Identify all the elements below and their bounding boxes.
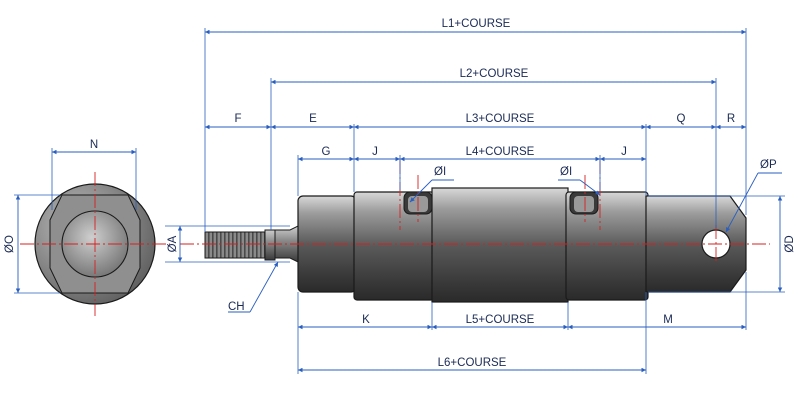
dim-a: ØA bbox=[167, 226, 183, 262]
label-p: ØP bbox=[760, 159, 777, 171]
end-view bbox=[20, 172, 170, 316]
label-d: ØD bbox=[784, 235, 796, 252]
label-r: R bbox=[727, 113, 735, 125]
label-l4: L4+COURSE bbox=[466, 146, 535, 158]
side-view bbox=[180, 160, 770, 303]
label-o: ØO bbox=[4, 235, 16, 253]
dim-row-5: K L5+COURSE M bbox=[298, 314, 746, 330]
dim-d: ØD bbox=[777, 196, 796, 292]
label-m: M bbox=[663, 314, 673, 326]
label-i1: ØI bbox=[434, 166, 446, 178]
dim-i: ØI ØI bbox=[409, 166, 601, 203]
label-j2: J bbox=[621, 146, 627, 158]
label-l5: L5+COURSE bbox=[466, 314, 535, 326]
dim-row-3: F E L3+COURSE Q R bbox=[205, 113, 746, 130]
dim-n: N bbox=[51, 139, 137, 210]
dim-p: ØP bbox=[725, 159, 782, 233]
label-q: Q bbox=[677, 113, 686, 125]
label-k: K bbox=[362, 314, 370, 326]
label-i2: ØI bbox=[560, 166, 572, 178]
label-l2: L2+COURSE bbox=[460, 68, 529, 80]
label-l1: L1+COURSE bbox=[442, 18, 511, 30]
label-ch: CH bbox=[228, 301, 245, 313]
label-j1: J bbox=[372, 146, 378, 158]
dim-o: ØO bbox=[4, 194, 60, 294]
dim-l1: L1+COURSE bbox=[205, 18, 746, 35]
label-l3: L3+COURSE bbox=[466, 113, 535, 125]
dim-l2: L2+COURSE bbox=[271, 68, 716, 85]
dim-l6: L6+COURSE bbox=[298, 357, 646, 373]
label-l6: L6+COURSE bbox=[438, 357, 507, 369]
label-a: ØA bbox=[167, 235, 179, 252]
label-f: F bbox=[234, 113, 241, 125]
dim-row-4: G J L4+COURSE J bbox=[298, 146, 646, 162]
label-e: E bbox=[309, 113, 317, 125]
label-g: G bbox=[322, 146, 331, 158]
dim-ch: CH bbox=[228, 261, 279, 313]
label-n: N bbox=[90, 139, 98, 151]
